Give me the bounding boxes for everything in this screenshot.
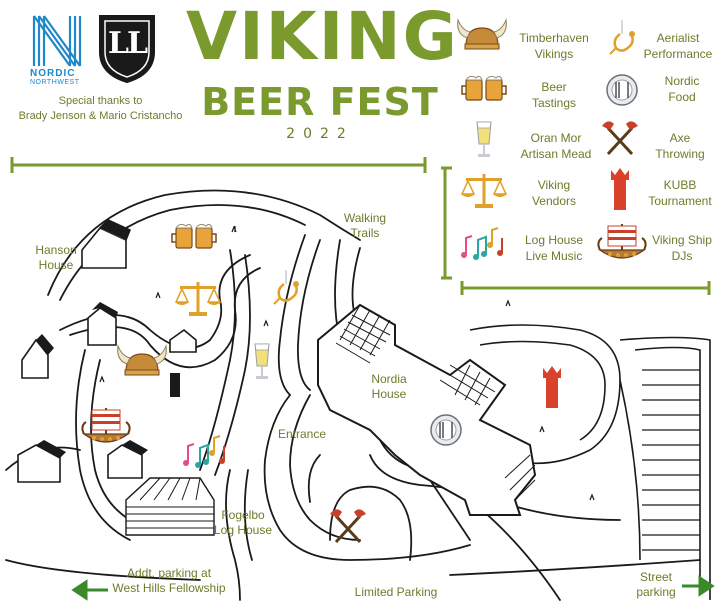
legend-music: Log House Live Music (512, 232, 596, 264)
legend-label: Food (668, 90, 696, 104)
fogelbo-label-line-2: Log House (213, 523, 273, 537)
walking-trails-label: Walking Trails (338, 211, 392, 241)
thanks-text: Special thanks to Brady Jenson & Mario C… (8, 94, 193, 124)
northwest-logo-text: NORTHWEST (30, 79, 80, 86)
legend-ship: Viking Ship DJs (644, 232, 720, 264)
legend-kubb: KUBB Tournament (640, 177, 720, 209)
street-label-line-2: parking (636, 585, 676, 599)
legend-label: Log House (524, 233, 584, 247)
addt-label-line-1: Addt. parking at (126, 566, 212, 580)
legend-label: Aerialist (656, 31, 700, 45)
limited-parking-label: Limited Parking (354, 585, 438, 599)
legend-label: Tournament (648, 194, 712, 208)
legend-vendors: Viking Vendors (512, 177, 596, 209)
legend-label: Vendors (531, 194, 577, 208)
walking-label-line-1: Walking (343, 211, 387, 225)
legend-timberhaven: Timberhaven Vikings (512, 30, 596, 62)
legend-label: DJs (671, 249, 693, 263)
nordic-northwest-logo: NORDIC NORTHWEST (30, 12, 88, 90)
nordic-logo-text: NORDIC (30, 68, 76, 79)
shield-logo: LL (96, 12, 158, 84)
page-subtitle: BEER FEST (201, 80, 439, 124)
addt-label-line-2: West Hills Fellowship (112, 581, 226, 595)
nordia-label-line-2: House (371, 387, 407, 401)
thanks-line-1: Special thanks to (58, 95, 143, 107)
hanson-house-label: Hanson House (30, 243, 82, 273)
legend-label: Vikings (534, 47, 574, 61)
legend-label: Viking (537, 178, 571, 192)
fogelbo-log-house-label: Fogelbo Log House (210, 508, 276, 538)
hanson-label-line-2: House (38, 258, 74, 272)
page-title: VIKING (186, 0, 459, 75)
street-parking-label: Street parking (630, 570, 682, 600)
legend-mead: Oran Mor Artisan Mead (512, 130, 600, 162)
shield-logo-text: LL (107, 26, 148, 61)
legend-label: Beer (541, 80, 567, 94)
legend-label: Viking Ship (652, 233, 712, 247)
fogelbo-label-line-1: Fogelbo (221, 508, 265, 522)
legend-axe: Axe Throwing (644, 130, 716, 162)
legend-food: Nordic Food (644, 73, 720, 105)
street-label-line-1: Street (639, 570, 672, 584)
legend-label: Axe (669, 131, 691, 145)
legend-label: KUBB (663, 178, 697, 192)
legend-label: Performance (643, 47, 713, 61)
legend-label: Nordic (664, 74, 700, 88)
legend-label: Artisan Mead (520, 147, 592, 161)
legend-aerialist: Aerialist Performance (638, 30, 718, 62)
event-year: 2022 (286, 126, 354, 142)
thanks-line-2: Brady Jenson & Mario Cristancho (18, 110, 183, 122)
legend-beer: Beer Tastings (512, 79, 596, 111)
legend-label: Tastings (531, 96, 577, 110)
hanson-label-line-1: Hanson (35, 243, 77, 257)
walking-label-line-2: Trails (350, 226, 380, 240)
nordia-house-label: Nordia House (362, 372, 416, 402)
addt-parking-label: Addt. parking at West Hills Fellowship (104, 566, 234, 596)
nordia-label-line-1: Nordia (371, 372, 407, 386)
legend-label: Live Music (525, 249, 583, 263)
legend-label: Timberhaven (519, 31, 589, 45)
legend-label: Oran Mor (530, 131, 582, 145)
entrance-label: Entrance (277, 427, 327, 441)
legend-label: Throwing (655, 147, 705, 161)
